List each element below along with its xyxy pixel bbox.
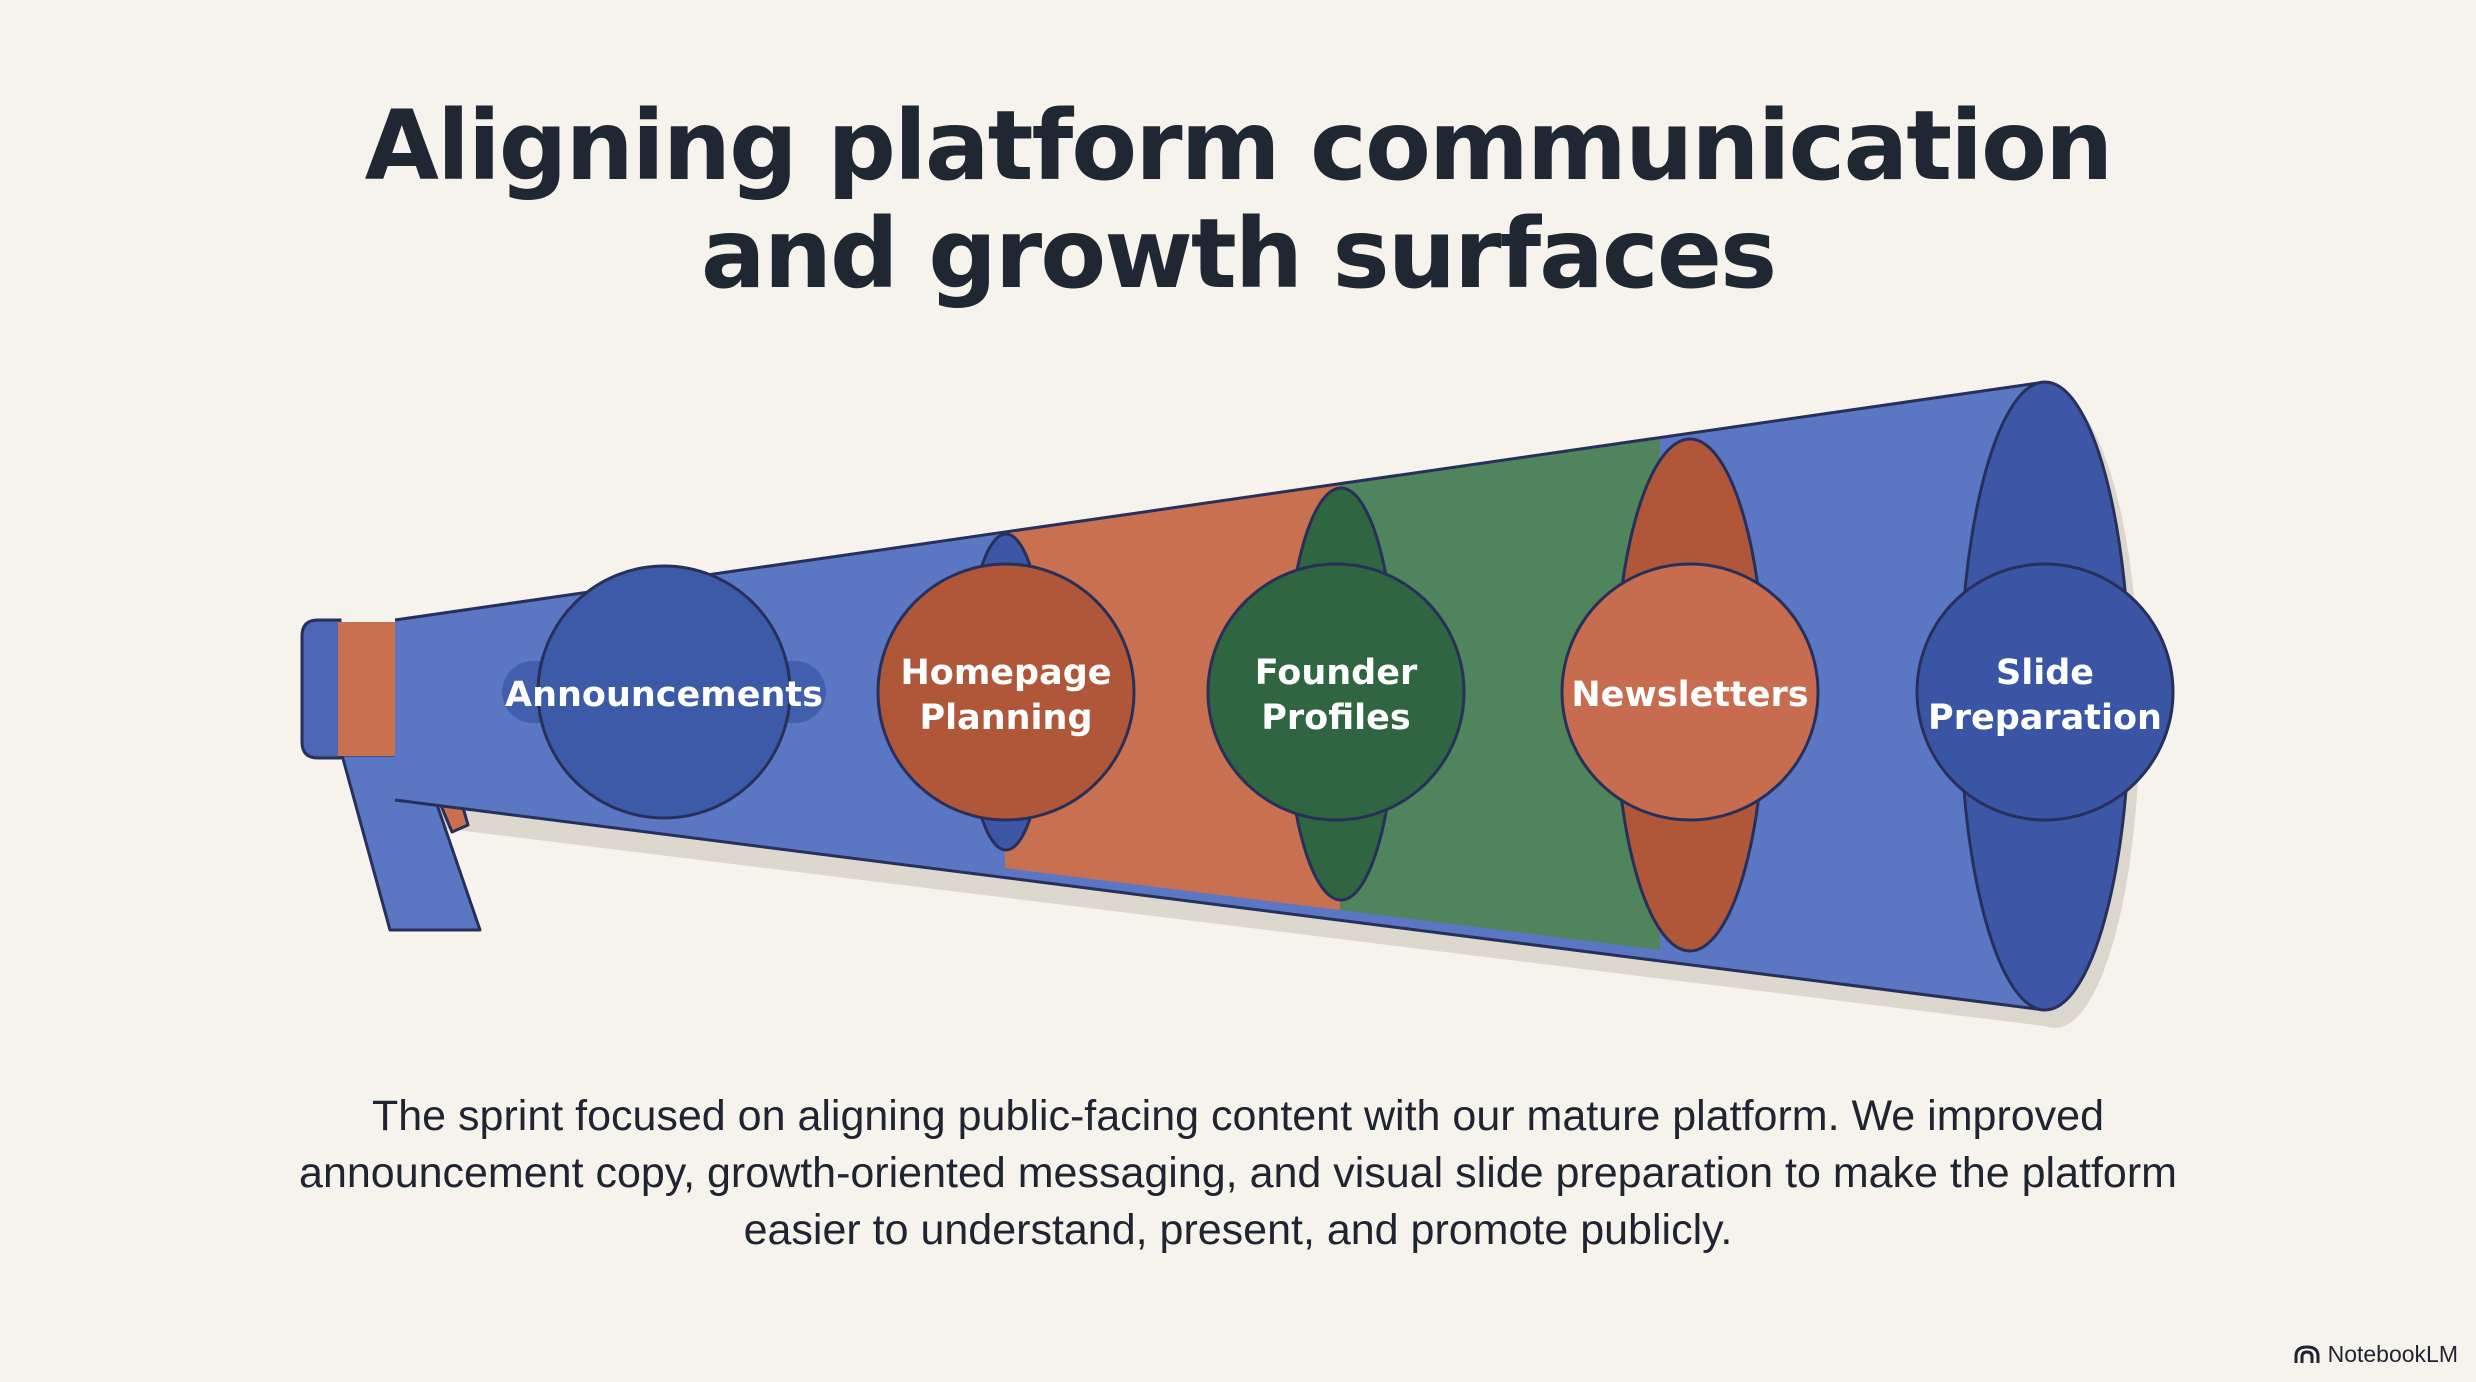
label-slide-line-1: Slide bbox=[1996, 653, 2094, 693]
node-circle bbox=[876, 562, 1136, 822]
cone-outline-bottom bbox=[394, 798, 2046, 1012]
label-announcements: Announcements bbox=[505, 675, 823, 715]
page-title-line-1: Aligning platform communication bbox=[364, 90, 2114, 202]
node-homepage-planning bbox=[876, 562, 1136, 822]
label-homepage-line-2: Planning bbox=[919, 698, 1092, 738]
label-slide-line-2: Preparation bbox=[1928, 698, 2162, 738]
page-title: Aligning platform communication and grow… bbox=[238, 92, 2238, 308]
node-circle bbox=[1560, 562, 1820, 822]
cone-band-green bbox=[1340, 436, 1660, 950]
cone-band-orange bbox=[1005, 482, 1340, 910]
cone-bands bbox=[1005, 436, 1660, 950]
label-homepage-line-1: Homepage bbox=[900, 653, 1111, 693]
notebooklm-logo-icon bbox=[2294, 1344, 2320, 1363]
node-announcements bbox=[502, 564, 826, 820]
brand-watermark: NotebookLM bbox=[2294, 1341, 2458, 1368]
label-founder-line-2: Profiles bbox=[1261, 698, 1410, 738]
megaphone-mouthpiece bbox=[300, 618, 342, 760]
node-circle bbox=[1206, 562, 1466, 822]
description-text: The sprint focused on aligning public-fa… bbox=[299, 1092, 2177, 1254]
label-founder-line-1: Founder bbox=[1255, 653, 1418, 693]
page-title-line-2: and growth surfaces bbox=[700, 198, 1777, 310]
node-newsletters bbox=[1560, 562, 1820, 822]
node-circle bbox=[536, 564, 792, 820]
node-founder-profiles bbox=[1206, 562, 1466, 822]
brand-name: NotebookLM bbox=[2327, 1341, 2458, 1367]
node-slide-preparation bbox=[1915, 562, 2175, 822]
label-newsletters: Newsletters bbox=[1571, 675, 1808, 715]
node-circle bbox=[1915, 562, 2175, 822]
